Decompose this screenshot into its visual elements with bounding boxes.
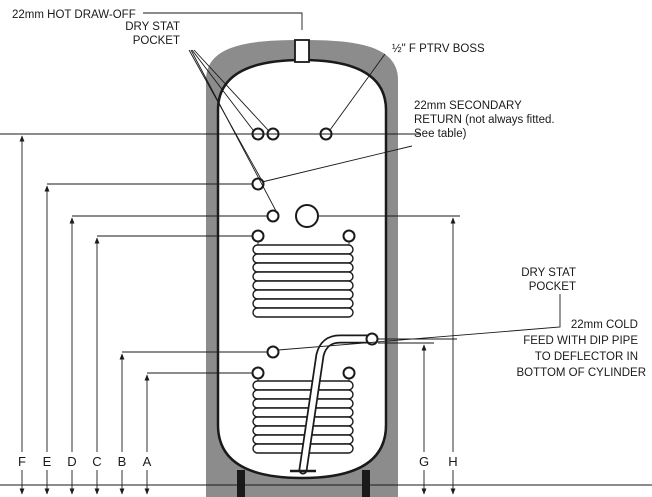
label-dry-stat-pocket-top-1: DRY STAT bbox=[125, 21, 180, 33]
label-cold-feed-1: 22mm COLD bbox=[571, 319, 638, 331]
dim-label-f: F bbox=[18, 454, 26, 469]
dim-label-g: G bbox=[419, 454, 429, 469]
label-cold-feed-3: TO DEFLECTOR IN bbox=[535, 351, 638, 363]
leader-lines bbox=[143, 12, 561, 351]
dip-pipe bbox=[290, 334, 377, 475]
upper-coil-flow-port bbox=[251, 229, 265, 243]
right-foot bbox=[362, 470, 370, 497]
label-cold-feed-4: BOTTOM OF CYLINDER bbox=[517, 367, 647, 379]
lower-coil-flow-port bbox=[251, 366, 265, 380]
hot-draw-off-pipe bbox=[294, 39, 310, 63]
label-ptrv-boss: ½" F PTRV BOSS bbox=[392, 43, 485, 55]
dim-label-b: B bbox=[118, 454, 127, 469]
label-secondary-return-2: RETURN (not always fitted. bbox=[414, 114, 555, 126]
upper-coil-return-port bbox=[342, 229, 356, 243]
extension-lines bbox=[0, 133, 652, 486]
label-dry-stat-pocket-top-2: POCKET bbox=[133, 35, 180, 47]
left-foot bbox=[237, 470, 245, 497]
label-cold-feed-2: FEED WITH DIP PIPE bbox=[523, 335, 638, 347]
lower-coil-return-port bbox=[342, 366, 356, 380]
lower-coil bbox=[252, 373, 354, 454]
dim-label-e: E bbox=[43, 454, 52, 469]
upper-coil bbox=[252, 236, 354, 318]
label-dry-stat-pocket-lower-2: POCKET bbox=[529, 281, 576, 293]
label-dry-stat-pocket-lower-1: DRY STAT bbox=[521, 267, 576, 279]
secondary-return-port-small bbox=[266, 209, 280, 223]
label-secondary-return-3: See table) bbox=[414, 128, 467, 140]
dim-label-a: A bbox=[143, 454, 152, 469]
dim-label-c: C bbox=[92, 454, 101, 469]
dimension-lines bbox=[19, 135, 456, 495]
secondary-return-port bbox=[295, 204, 319, 228]
dim-label-h: H bbox=[448, 454, 457, 469]
dim-label-d: D bbox=[67, 454, 76, 469]
lower-dry-stat-pocket-port bbox=[266, 345, 280, 359]
label-hot-draw-off: 22mm HOT DRAW-OFF bbox=[12, 9, 136, 21]
label-secondary-return-1: 22mm SECONDARY bbox=[414, 100, 522, 112]
